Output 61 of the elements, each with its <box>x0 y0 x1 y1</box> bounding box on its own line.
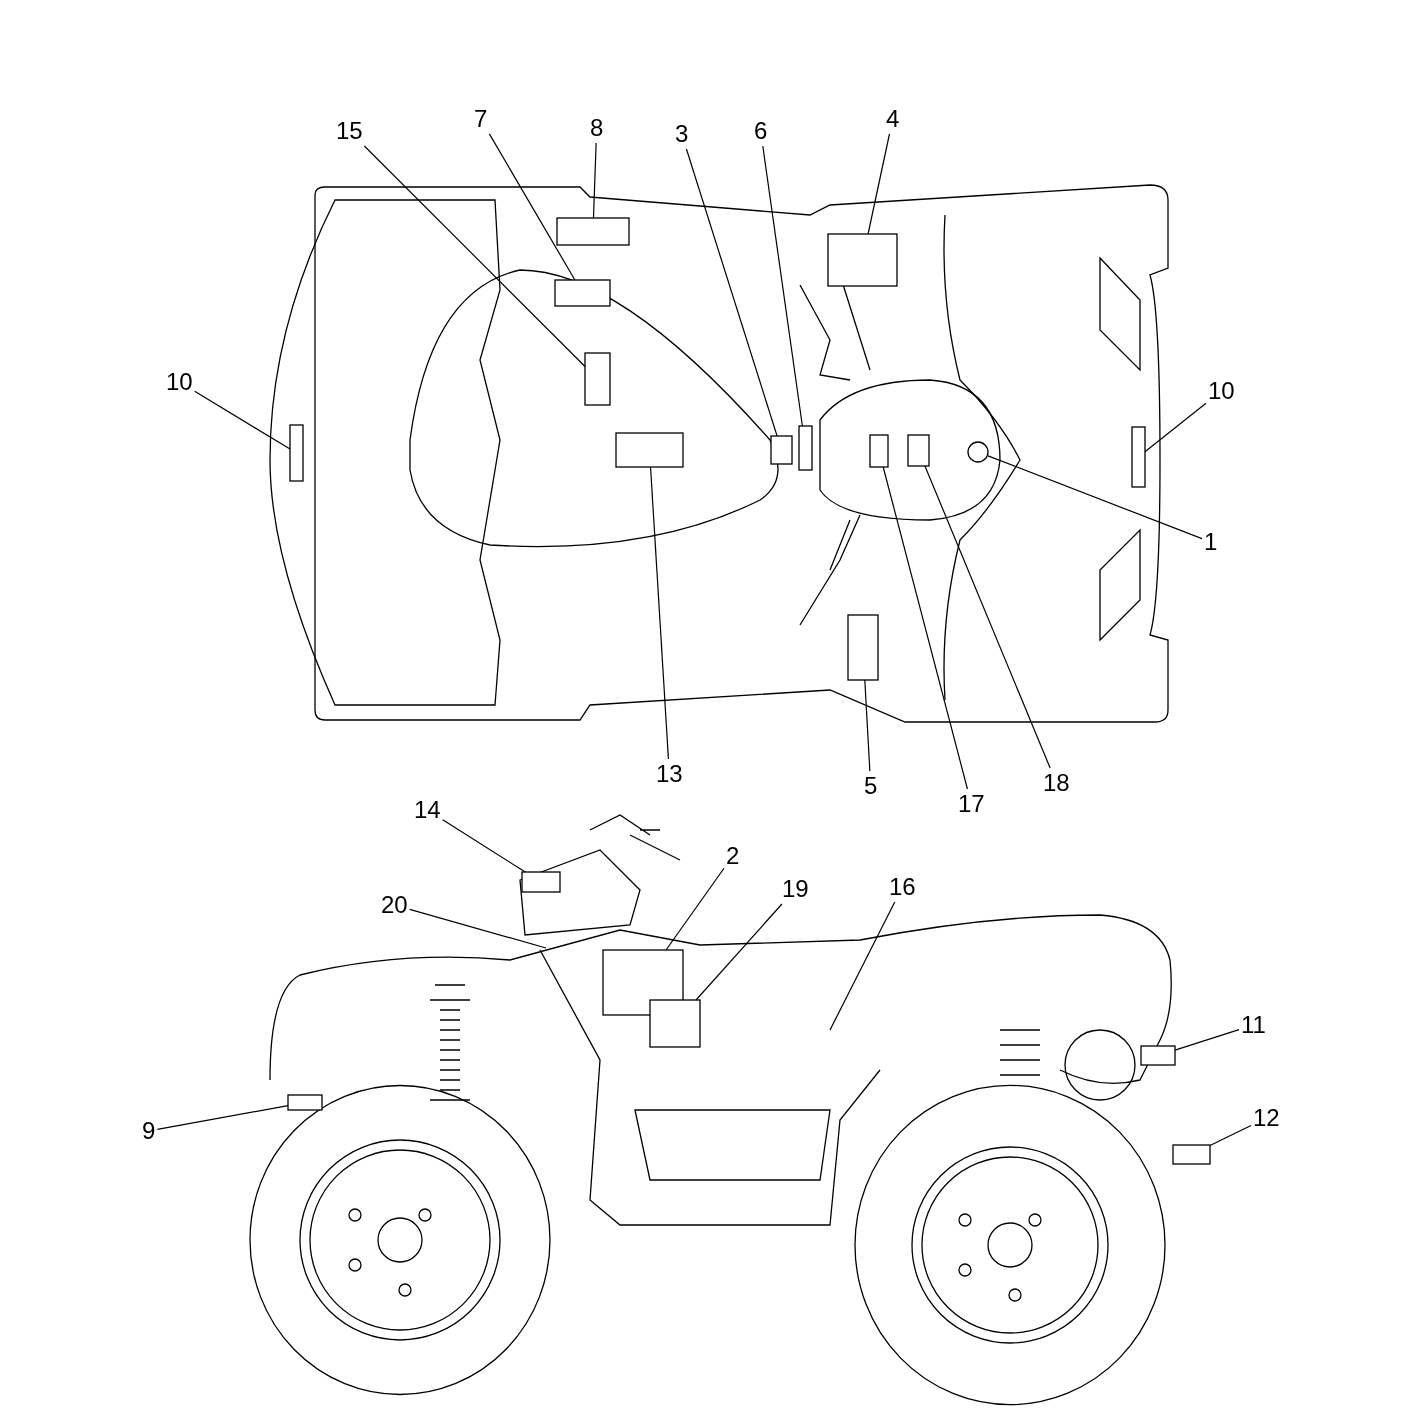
decal-outline <box>602 949 684 1016</box>
leader-line <box>1209 1124 1252 1147</box>
leader-line <box>363 145 586 368</box>
callout-number: 11 <box>1241 1012 1266 1038</box>
callout-number: 20 <box>381 892 408 918</box>
decal-outline <box>554 279 611 307</box>
leader-line <box>488 133 576 281</box>
decal-outline <box>1140 1045 1176 1066</box>
leader-line <box>194 390 291 450</box>
leader-line <box>987 455 1203 540</box>
leader-line <box>1174 1029 1240 1051</box>
decal-outline <box>770 435 793 465</box>
decal-outline <box>521 871 561 893</box>
leader-line <box>649 466 670 760</box>
callout-number: 18 <box>1043 770 1070 796</box>
leader-line <box>409 908 547 949</box>
leader-line <box>762 145 803 427</box>
leader-line <box>695 903 783 1001</box>
callout-number: 15 <box>336 118 363 144</box>
callout-number: 14 <box>414 797 441 823</box>
callout-number: 5 <box>864 773 878 799</box>
decal-outline <box>649 999 701 1048</box>
decal-outline <box>907 434 930 467</box>
callout-number: 10 <box>1208 378 1235 404</box>
callout-number: 9 <box>142 1118 156 1144</box>
leader-line <box>665 867 725 951</box>
leader-line <box>156 1105 289 1130</box>
leader-line <box>829 901 896 1031</box>
leader-line <box>592 142 597 219</box>
decal-outline <box>798 425 813 471</box>
callout-number: 12 <box>1253 1105 1280 1131</box>
decal-outline <box>556 217 630 246</box>
leader-line <box>867 133 891 235</box>
leader-line <box>924 465 1051 769</box>
leader-line <box>864 679 871 772</box>
decal-outline <box>615 432 684 468</box>
callout-number: 3 <box>675 121 689 147</box>
decal-outline <box>967 441 989 463</box>
callout-number: 6 <box>754 118 768 144</box>
leader-line <box>882 466 969 790</box>
decal-outline <box>1131 426 1146 488</box>
callout-number: 13 <box>656 761 683 787</box>
callout-number: 16 <box>889 874 916 900</box>
leader-line <box>442 819 526 873</box>
callout-number: 7 <box>474 106 488 132</box>
decal-outline <box>847 614 879 681</box>
callout-number: 4 <box>886 106 900 132</box>
callout-number: 17 <box>958 791 985 817</box>
leader-line <box>685 148 778 437</box>
decal-outline <box>584 352 611 406</box>
decal-outline <box>289 424 304 482</box>
callout-number: 10 <box>166 369 193 395</box>
leader-line <box>1144 402 1207 453</box>
decal-outline <box>287 1094 323 1111</box>
callout-number: 8 <box>590 115 604 141</box>
callout-number: 2 <box>726 843 740 869</box>
callout-number: 1 <box>1204 529 1218 555</box>
decal-outline <box>869 434 889 468</box>
decal-outline <box>1172 1144 1211 1165</box>
callout-number: 19 <box>782 876 809 902</box>
decal-outline <box>827 233 898 287</box>
